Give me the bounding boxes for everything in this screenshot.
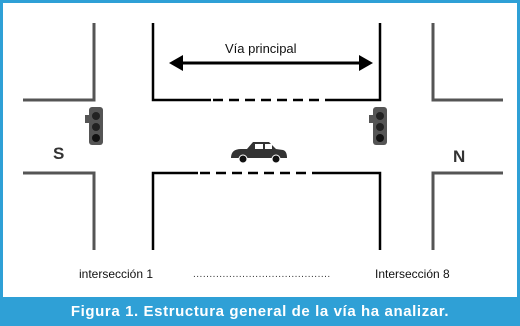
curb-bottom-left [23, 171, 96, 250]
intersection-end-label: Intersección 8 [375, 267, 450, 281]
road-label: Vía principal [225, 41, 297, 56]
road-bottom-right-edge [313, 171, 382, 250]
traffic-light-icon [369, 107, 387, 145]
road-bottom-left-edge [151, 171, 198, 250]
intersection-ellipsis: ........................................… [193, 269, 331, 280]
figure-caption: Figura 1. Estructura general de la vía h… [70, 303, 450, 320]
traffic-light-icon [85, 107, 103, 145]
road-top-left-edge [151, 23, 211, 102]
road-top-right-edge [325, 23, 382, 102]
curb-top-left [23, 23, 96, 102]
road-diagram [23, 23, 503, 250]
curb-bottom-right [431, 171, 503, 250]
curb-top-right [431, 23, 503, 102]
west-direction-label: S [53, 144, 65, 163]
diagram-canvas: Vía principal S N intersección 1 .......… [3, 3, 517, 297]
double-arrow-icon [169, 55, 373, 71]
intersection-start-label: intersección 1 [79, 267, 154, 281]
car-icon [231, 142, 287, 164]
east-direction-label: N [453, 147, 466, 166]
